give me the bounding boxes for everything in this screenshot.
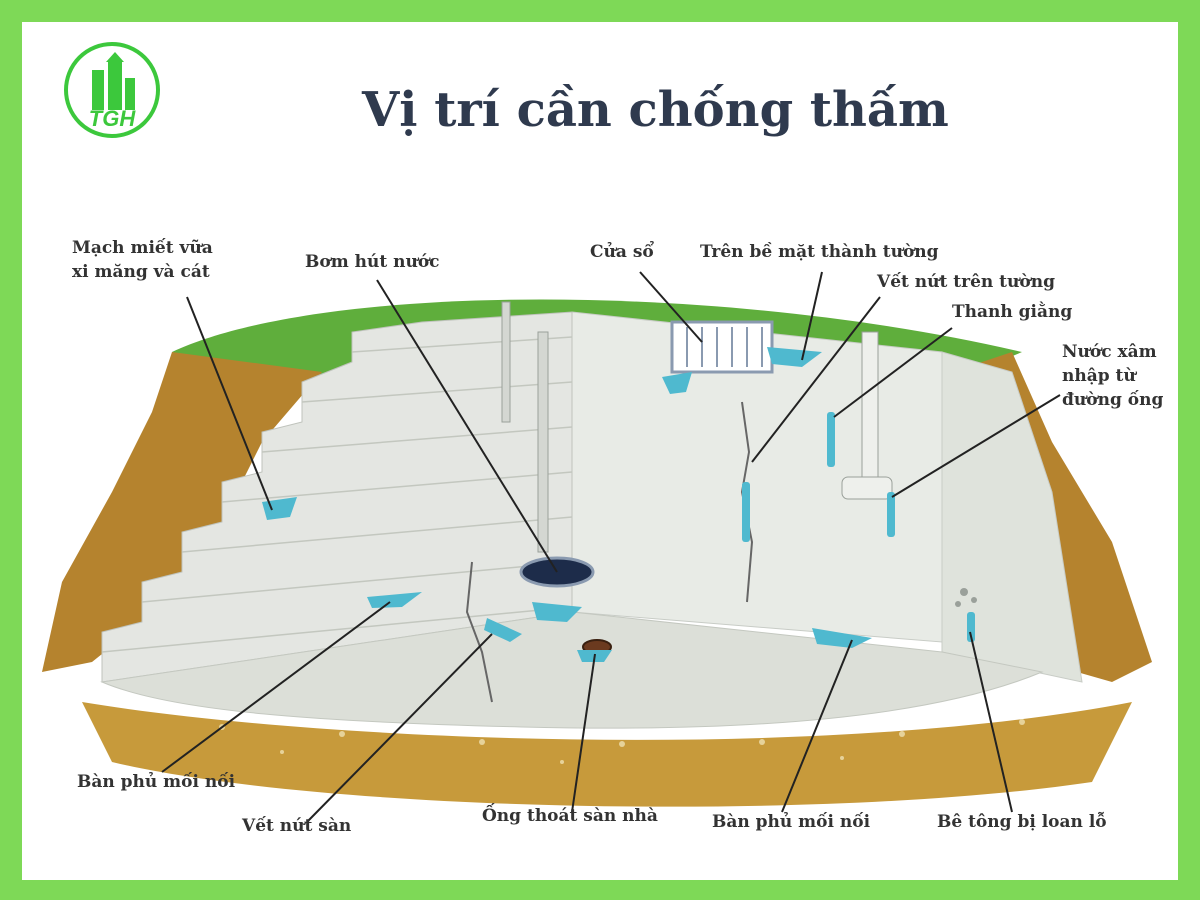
sump-pump-pipe [537,331,549,553]
label-wall-surface: Trên bề mặt thành tường [700,242,939,262]
label-wall-crack: Vết nứt trên tường [877,272,1055,292]
sump-pump-pipe-2 [501,301,511,423]
leader-lines [161,271,1061,823]
content-frame: TGH Vị trí cần chống thấm Mạch miết vữa … [22,22,1178,880]
label-pipe-leak: Nước xâm nhập từ đường ống [1062,340,1163,412]
label-mortar-joints-line-2: xi măng và cát [72,262,210,282]
label-joint-cover-right: Bàn phủ mối nối [712,812,871,832]
leak-stains [262,347,975,662]
basement-illustration [42,271,1152,823]
pipe-elbow [841,476,893,500]
floor [100,611,1044,729]
logo-text: TGH [89,106,137,131]
label-pipe-leak-line-3: đường ống [1062,390,1164,410]
label-mortar-joints: Mạch miết vữa xi măng và cát [72,236,213,284]
window-bars [686,327,763,367]
right-wall [941,351,1083,683]
label-window: Cửa sổ [590,242,654,262]
label-honeycomb-concrete: Bê tông bị loan lỗ [937,812,1107,832]
block-mortar-lines [101,336,573,653]
label-floor-drain: Ống thoát sàn nhà [482,806,658,826]
label-mortar-joints-line-1: Mạch miết vữa [72,238,213,258]
tgh-logo: TGH [64,42,160,138]
honeycomb-spot [955,588,977,607]
soil-bottom [82,702,1132,807]
label-pipe-leak-line-1: Nước xâm [1062,342,1157,362]
label-joint-cover-left: Bàn phủ mối nối [77,772,236,792]
window [670,320,774,374]
tie-rod-pipe [861,331,879,493]
building-icon [92,52,135,110]
soil-left [42,352,322,672]
label-tie-rod: Thanh giằng [952,302,1073,322]
label-sump-pump: Bơm hút nước [305,252,440,272]
label-floor-crack: Vết nứt sàn [242,816,352,836]
floor-crack [465,561,493,703]
label-pipe-leak-line-2: nhập từ [1062,366,1136,386]
page-title: Vị trí cần chống thấm [362,82,949,138]
